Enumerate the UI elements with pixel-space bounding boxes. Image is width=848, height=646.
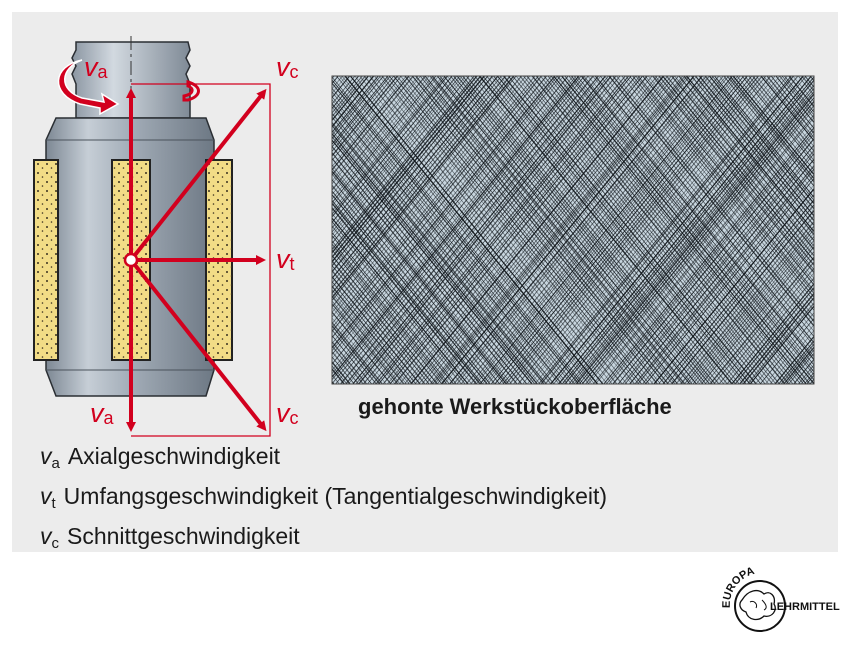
contact-point	[123, 252, 139, 268]
rotation-arrow-right	[182, 80, 200, 102]
honed-surface-texture	[332, 76, 814, 384]
svg-text:LEHRMITTEL: LEHRMITTEL	[770, 601, 840, 613]
label-vc-bottom: vc	[276, 398, 299, 428]
velocity-vectors	[126, 88, 267, 432]
label-vt: vt	[276, 244, 295, 274]
europa-lehrmittel-logo: EUROPA LEHRMITTEL	[721, 565, 840, 632]
label-va-bottom: va	[90, 398, 115, 428]
label-vc-top: vc	[276, 52, 299, 82]
label-va-top: va	[84, 52, 109, 82]
surface-caption: gehonte Werkstückoberfläche	[358, 394, 672, 419]
vector-vc-down	[129, 258, 267, 432]
vector-construction-lines	[131, 83, 271, 437]
rotation-arrow-left	[57, 59, 120, 116]
vector-vc-up	[129, 88, 267, 262]
